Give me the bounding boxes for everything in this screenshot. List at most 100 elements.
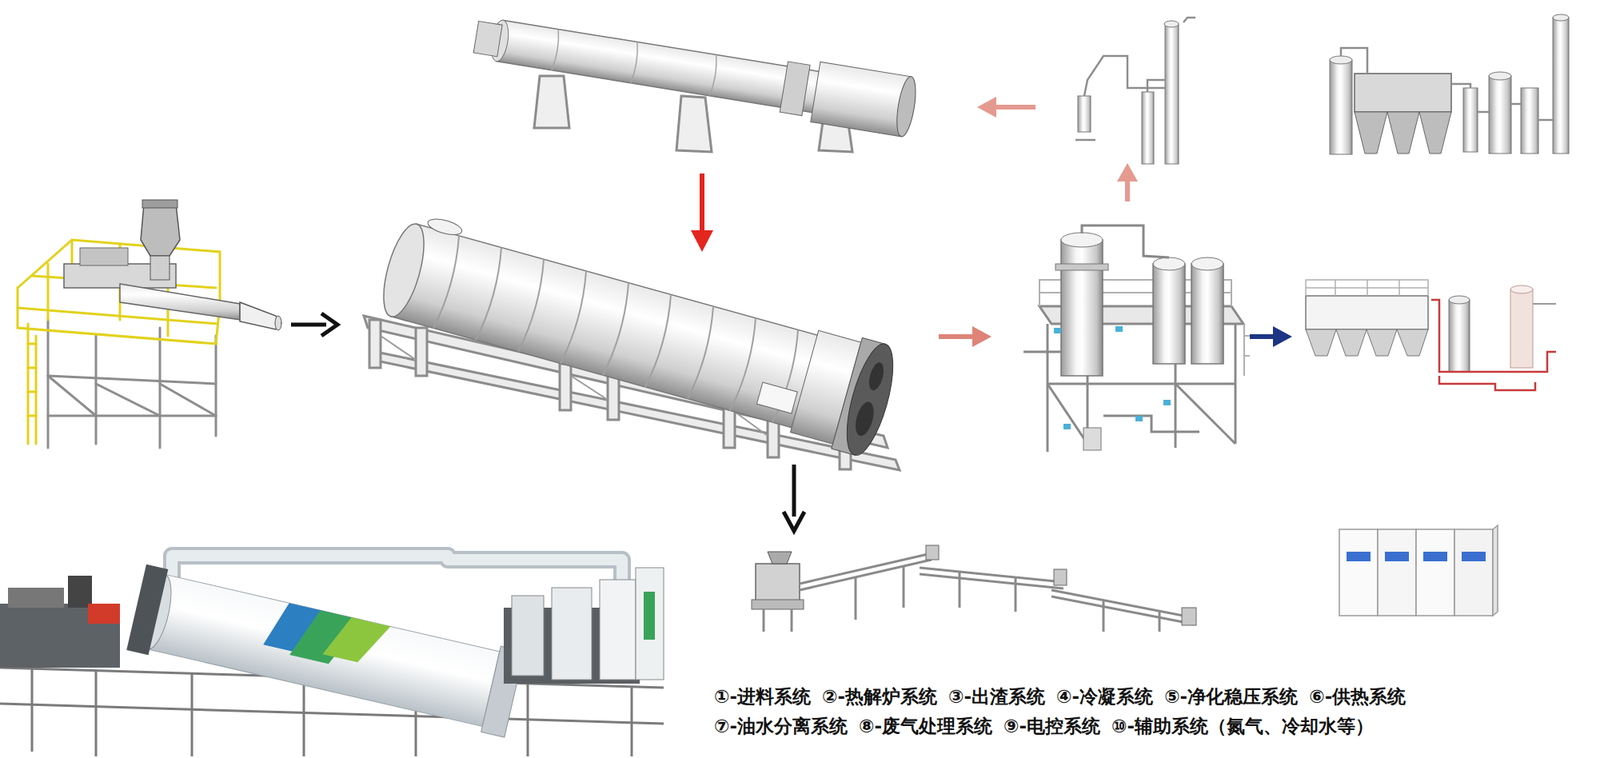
- feeding-system: [150, 255, 170, 280]
- system-label: ⑩-辅助系统（氮气、冷却水等）: [1111, 715, 1374, 739]
- feeding-system: [142, 199, 178, 208]
- condensing-system: [1175, 383, 1236, 444]
- heating-drum: [551, 29, 798, 110]
- condensing-system: [1153, 257, 1186, 271]
- pyrolysis-reactor: [363, 208, 903, 471]
- waste-gas-system: [1488, 71, 1512, 80]
- feeding-system: [47, 319, 50, 448]
- feeding-system: [47, 414, 216, 418]
- purification-system: [1165, 23, 1179, 164]
- condensing-system: [1103, 415, 1200, 432]
- plant-render: [511, 595, 544, 676]
- feeding-system: [35, 335, 38, 444]
- waste-gas-system: [1387, 111, 1420, 154]
- plant-render: [67, 575, 92, 608]
- condensing-system: [1153, 263, 1186, 364]
- system-label: ⑨-电控系统: [1003, 715, 1101, 739]
- waste-gas-system: [1354, 73, 1452, 112]
- pyrolysis-reactor: [375, 219, 433, 321]
- flow-arrow: [1125, 179, 1130, 202]
- pyrolysis-reactor: [380, 335, 416, 360]
- flow-arrow: [938, 334, 976, 340]
- flow-arrow: [291, 96, 1293, 531]
- purification-system: [1075, 139, 1096, 142]
- waste-gas-system: [1488, 75, 1512, 154]
- system-label: ⑥-供热系统: [1308, 686, 1406, 709]
- condensing-system: [1244, 335, 1250, 337]
- purification-system: [1084, 55, 1166, 96]
- pyrolysis-reactor: [687, 306, 719, 400]
- plant-render: [599, 579, 636, 680]
- oil-water-separation: [1305, 279, 1429, 296]
- pyrolysis-reactor: [852, 399, 878, 439]
- electric-cabinets: [1416, 529, 1455, 616]
- flow-arrow: [291, 323, 327, 328]
- feeding-system: [79, 247, 128, 266]
- heating-drum: [551, 29, 561, 72]
- oil-water-separation: [1334, 279, 1337, 296]
- condensing-system: [1083, 427, 1102, 451]
- heating-drum: [534, 75, 570, 128]
- flow-arrow: [977, 96, 997, 118]
- system-label: ①-进料系统: [714, 686, 811, 709]
- condensing-system: [1023, 225, 1200, 432]
- waste-gas-system: [1329, 14, 1569, 155]
- condensing-system: [1046, 323, 1050, 452]
- pyrolysis-reactor: [391, 223, 860, 439]
- waste-gas-system: [1451, 83, 1471, 88]
- oil-water-separation: [1448, 299, 1470, 372]
- oil-water-separation: [1398, 279, 1401, 296]
- condensing-system: [1244, 355, 1250, 357]
- plant-render: [126, 564, 168, 655]
- waste-gas-system: [1329, 59, 1353, 155]
- feeding-system: [47, 319, 216, 448]
- pyrolysis-reactor: [433, 235, 803, 424]
- system-label: ③-出渣系统: [948, 686, 1046, 709]
- system-label: ⑦-油水分离系统: [714, 715, 848, 739]
- slag-discharge-system: [762, 609, 766, 632]
- waste-gas-system: [1552, 14, 1569, 21]
- waste-gas-system: [1354, 111, 1388, 154]
- pyrolysis-reactor: [372, 208, 902, 460]
- oil-water-separation: [1305, 329, 1337, 356]
- condensing-system: [1053, 326, 1171, 430]
- heating-drum: [779, 61, 810, 116]
- heating-drum: [709, 55, 719, 97]
- feeding-system: [27, 367, 36, 370]
- feeding-system: [215, 335, 218, 436]
- heating-drum: [676, 95, 712, 152]
- slag-discharge-system: [1051, 596, 1192, 624]
- oil-water-separation: [1448, 295, 1470, 304]
- feeding-system: [47, 263, 50, 320]
- slag-discharge-system: [919, 574, 1064, 589]
- heating-drum: [630, 42, 640, 84]
- condensing-system: [1061, 239, 1103, 376]
- waste-gas-system: [1340, 47, 1368, 74]
- plant-render: [551, 587, 592, 680]
- oil-water-separation: [1510, 289, 1533, 368]
- system-label: ②-热解炉系统: [821, 686, 938, 709]
- waste-gas-system: [1329, 55, 1353, 64]
- flow-arrow: [321, 313, 338, 336]
- pyrolysis-reactor: [369, 319, 381, 368]
- plant-render: [31, 667, 34, 752]
- condensing-system: [1061, 232, 1103, 248]
- waste-gas-system: [1340, 47, 1553, 120]
- oil-water-separation: [1532, 303, 1557, 305]
- pyrolysis-reactor: [570, 375, 608, 400]
- pyrolysis-reactor: [645, 294, 676, 388]
- plant-render: [191, 673, 194, 757]
- waste-gas-system: [1463, 87, 1478, 152]
- flow-arrow: [972, 326, 992, 348]
- feeding-system: [159, 383, 216, 416]
- oil-water-separation: [1439, 375, 1536, 391]
- oil-water-separation: [1305, 279, 1557, 391]
- plant-render: [7, 587, 64, 608]
- electric-cabinets: [1339, 525, 1498, 616]
- pyrolysis-reactor: [865, 360, 886, 392]
- flow-arrow: [792, 464, 797, 517]
- pyrolysis-reactor: [475, 247, 507, 342]
- pyrolysis-reactor: [837, 339, 903, 460]
- flow-arrow: [1272, 326, 1293, 348]
- feeding-system: [239, 302, 280, 330]
